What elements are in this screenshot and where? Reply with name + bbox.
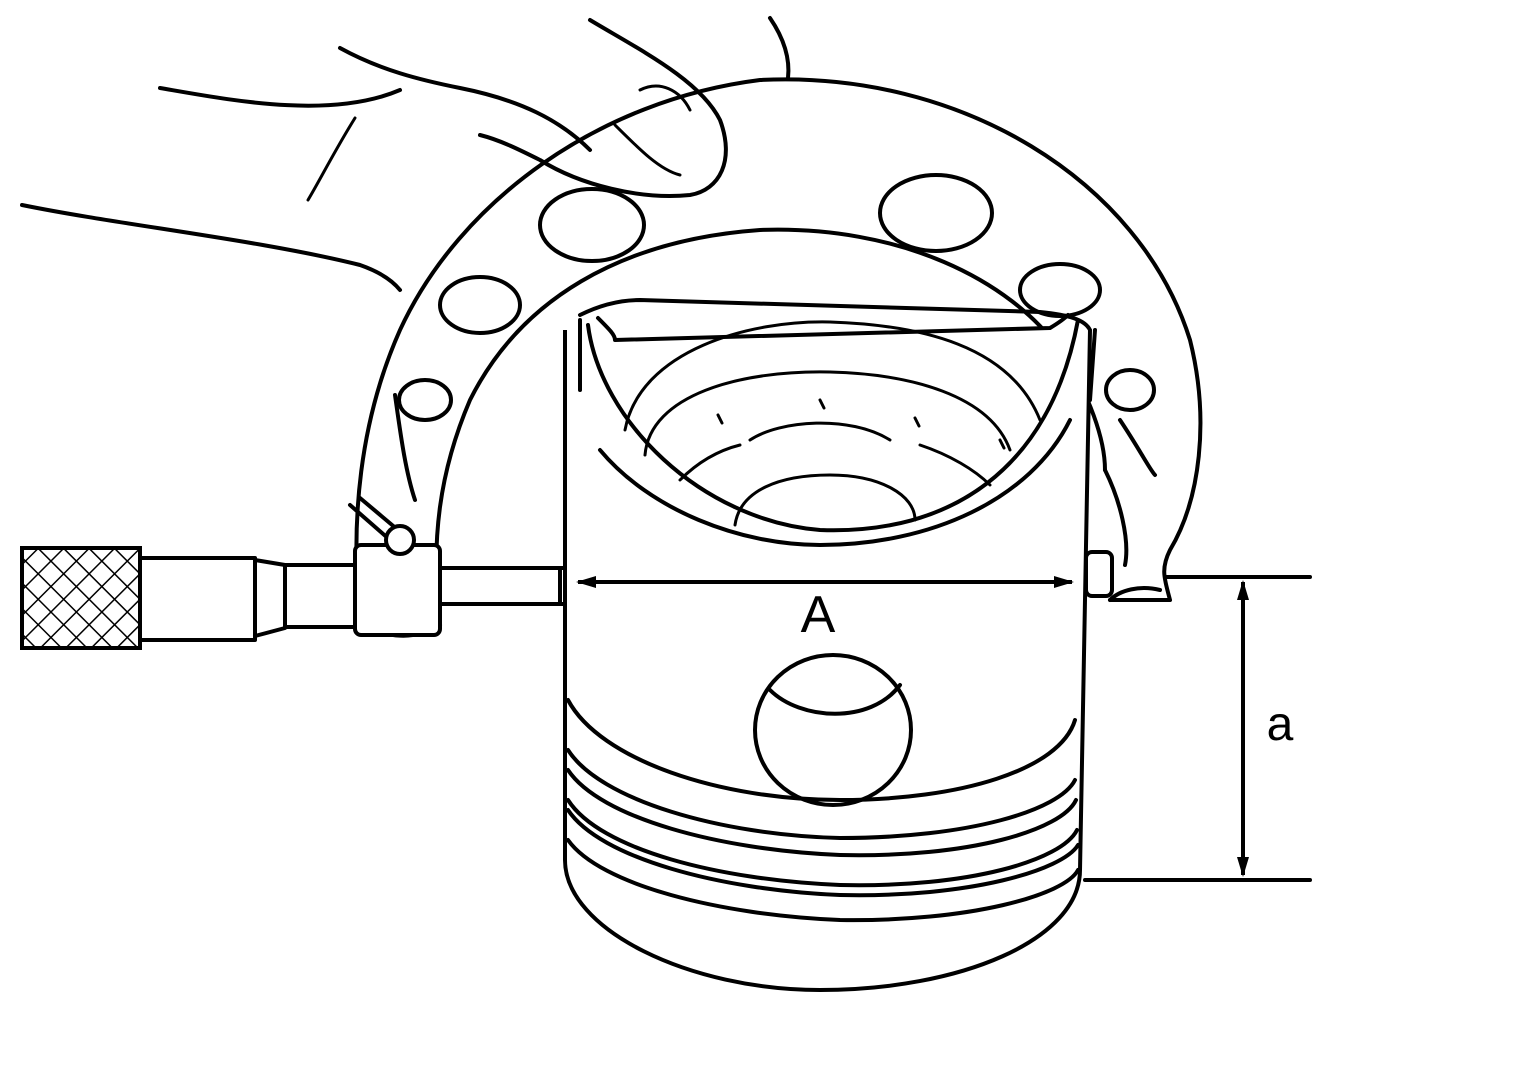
dimension-height: a (1083, 575, 1312, 882)
frame-hole (1104, 368, 1156, 412)
wrist-pin-hole (753, 653, 913, 807)
frame-hole (1018, 262, 1102, 318)
frame-hole (538, 187, 646, 263)
hand (20, 16, 791, 292)
piston (563, 298, 1097, 992)
diameter-label: A (801, 586, 836, 644)
dimension-diameter: A (576, 576, 1074, 644)
lock-knob (384, 524, 416, 556)
spindle (438, 566, 570, 606)
height-label: a (1267, 698, 1294, 751)
frame-hole (878, 173, 994, 253)
frame-hole (397, 378, 453, 422)
thimble-knurl (20, 546, 142, 650)
anvil (1084, 550, 1114, 598)
frame-hole (438, 275, 522, 335)
micrometer-barrel (20, 496, 1114, 650)
